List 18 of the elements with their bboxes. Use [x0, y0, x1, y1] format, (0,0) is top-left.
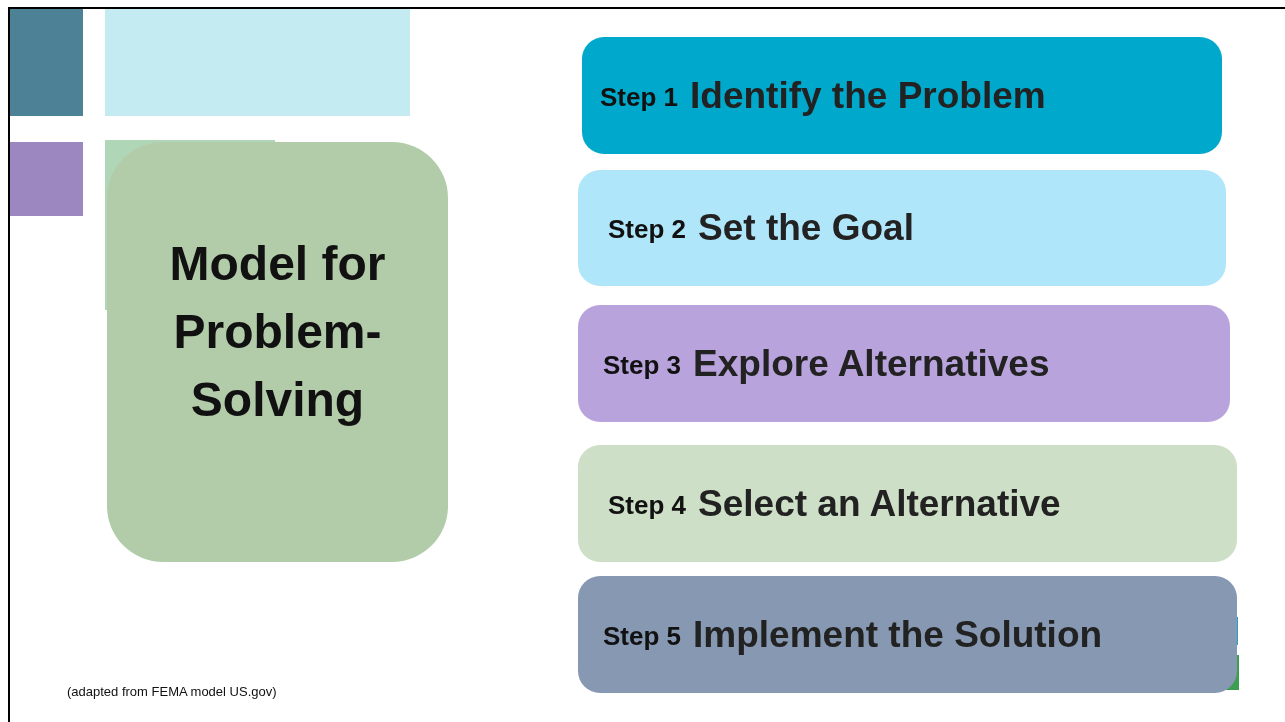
step-box — [578, 445, 1237, 562]
step-box — [578, 576, 1237, 693]
step-number: Step 3 — [603, 348, 682, 382]
title-text: Model for Problem-Solving — [168, 236, 387, 428]
step-title: Set the Goal — [698, 206, 914, 251]
title-box — [107, 142, 448, 562]
step-title: Explore Alternatives — [693, 341, 1050, 386]
step-box — [582, 37, 1222, 154]
step-box — [578, 170, 1226, 286]
step-title: Identify the Problem — [690, 73, 1046, 118]
step-box — [578, 305, 1230, 422]
step-number: Step 2 — [608, 213, 687, 246]
step-title: Implement the Solution — [693, 612, 1103, 657]
step-title: Select an Alternative — [698, 481, 1061, 526]
step-number: Step 4 — [608, 488, 687, 522]
source-note: (adapted from FEMA model US.gov) — [67, 683, 277, 701]
step-number: Step 5 — [603, 619, 682, 653]
step-number: Step 1 — [600, 80, 679, 114]
